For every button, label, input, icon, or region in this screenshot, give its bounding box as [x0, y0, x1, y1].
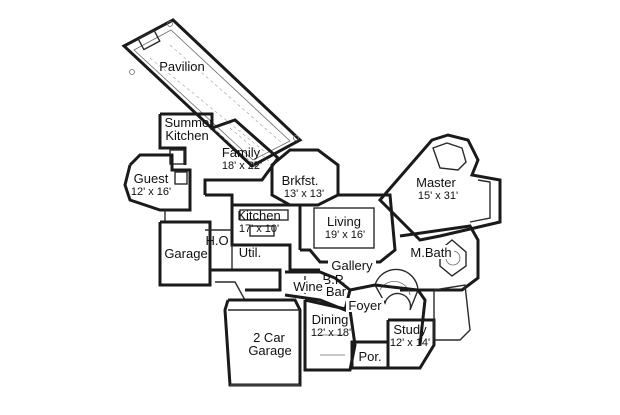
pavilion-structure	[121, 18, 303, 168]
master-bath-label: M.Bath	[410, 245, 451, 260]
two-car-garage	[223, 298, 302, 387]
foyer-area	[349, 268, 427, 346]
living-label: Living	[327, 214, 361, 229]
master-label: Master	[416, 175, 456, 190]
pavilion-label: Pavilion	[159, 59, 205, 74]
kitchen-label: Kitchen	[237, 208, 280, 223]
guest-wing	[123, 153, 192, 222]
wine-label: Wine	[293, 279, 323, 294]
dining-label: Dining	[312, 312, 349, 327]
core-walls	[205, 193, 397, 272]
study	[386, 284, 471, 370]
family-dimensions: 18' x 22'	[222, 160, 262, 172]
utility-label: Util.	[239, 245, 261, 260]
summer-kitchen-label-line2: Kitchen	[165, 128, 208, 143]
service-wing	[158, 220, 282, 301]
living-dimensions: 19' x 16'	[325, 229, 365, 241]
guest-label: Guest	[134, 171, 169, 186]
kitchen-dimensions: 17' x 10'	[239, 223, 279, 235]
study-label: Study	[393, 322, 427, 337]
porch-label: Por.	[358, 349, 381, 364]
family-label: Family	[222, 145, 261, 160]
home-office-label: H.O	[205, 233, 228, 248]
breakfast-label: Brkfst.	[282, 173, 319, 188]
foyer-label: Foyer	[348, 298, 382, 313]
breakfast-dimensions: 13' x 13'	[284, 188, 324, 200]
study-dimensions: 12' x 14'	[390, 337, 430, 349]
room-labels: Pavilion Summer Kitchen Family 18' x 22'…	[131, 59, 458, 364]
dining-dimensions: 12' x 18'	[311, 327, 351, 339]
two-car-garage-label-line2: Garage	[248, 343, 291, 358]
master-dimensions: 15' x 31'	[418, 190, 458, 202]
butler-pantry-label: B.P.	[323, 272, 346, 287]
master-suite	[377, 133, 502, 242]
two-car-garage-label-line1: 2 Car	[253, 330, 285, 345]
garage-label: Garage	[164, 246, 207, 261]
bar-label: Bar	[326, 284, 347, 299]
guest-dimensions: 12' x 16'	[131, 186, 171, 198]
gallery-label: Gallery	[331, 258, 373, 273]
summer-kitchen-label-line1: Summer	[164, 115, 214, 130]
family-wing	[158, 112, 281, 195]
